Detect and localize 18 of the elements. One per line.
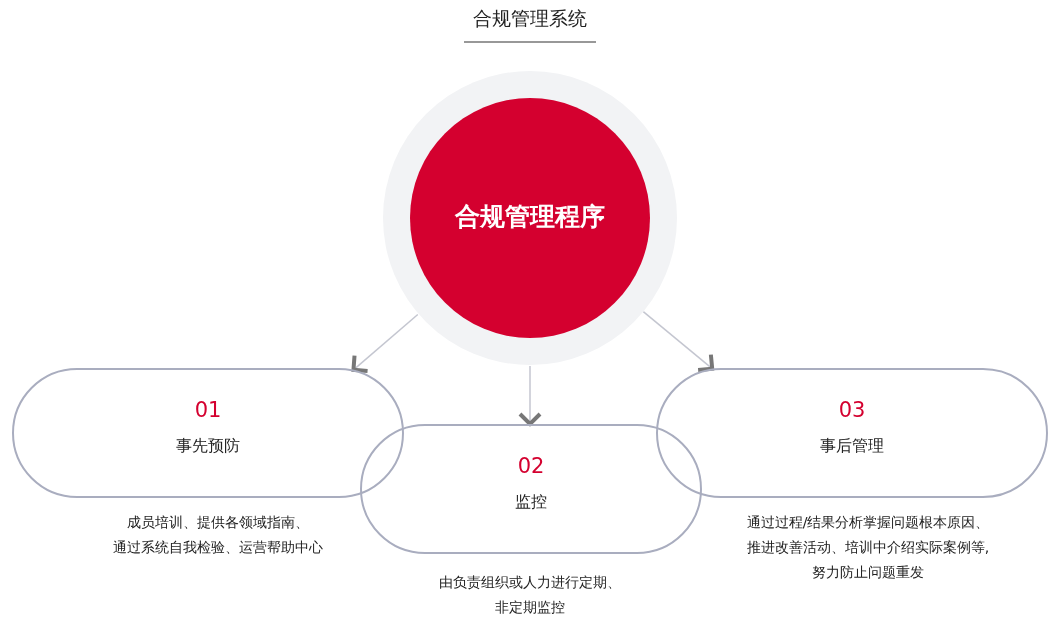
stage-pill bbox=[656, 368, 1048, 498]
chevron-arrow bbox=[518, 365, 542, 426]
step-description: 成员培训、提供各领域指南、通过系统自我检验、运营帮助中心 bbox=[113, 513, 323, 557]
center-circle bbox=[383, 71, 677, 365]
step-title: 事后管理 bbox=[819, 436, 885, 457]
step-title: 事先预防 bbox=[175, 436, 241, 457]
diagram-title: 合规管理系统 bbox=[472, 6, 588, 31]
step-description: 由负责组织或人力进行定期、非定期监控 bbox=[439, 573, 621, 617]
stage-pill bbox=[12, 368, 404, 498]
step-number: 02 bbox=[516, 454, 546, 478]
chevron-arrow bbox=[642, 310, 715, 372]
step-number: 03 bbox=[837, 398, 867, 422]
step-number: 01 bbox=[193, 398, 223, 422]
stage-pill bbox=[360, 424, 702, 554]
chevron-arrow bbox=[351, 313, 419, 373]
step-description: 通过过程/结果分析掌握问题根本原因、推进改善活动、培训中介绍实际案例等,努力防止问题重发 bbox=[746, 513, 990, 582]
step-title: 监控 bbox=[514, 492, 548, 513]
circle-title: 合规管理程序 bbox=[454, 201, 606, 233]
